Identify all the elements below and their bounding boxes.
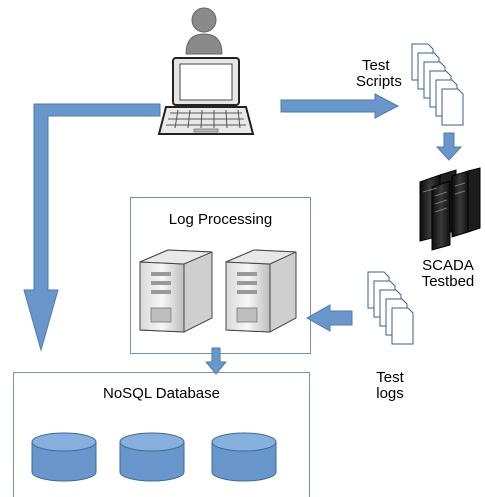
arrow-to-scripts xyxy=(280,93,400,119)
database-cylinder-icon xyxy=(31,432,97,482)
architecture-diagram: Test Scripts SCADA Testbed Test logs Log… xyxy=(13,7,481,497)
test-scripts-label-line2: Scripts xyxy=(356,73,402,90)
test-logs-label-line2: logs xyxy=(376,385,404,402)
scada-testbed-label-line2: Testbed xyxy=(421,273,475,290)
document-stack-icon xyxy=(367,271,414,345)
log-processing-title: Log Processing xyxy=(168,211,273,228)
database-cylinder-icon xyxy=(119,432,185,482)
server-rack-icon xyxy=(419,167,481,251)
test-logs-label-line1: Test xyxy=(376,369,404,386)
server-tower-icon xyxy=(139,249,213,333)
diagram-graphics xyxy=(23,7,481,482)
test-scripts-label: Test Scripts xyxy=(356,58,416,90)
arrow-to-testbed xyxy=(435,132,463,161)
test-scripts-label-line1: Test xyxy=(362,57,390,74)
laptop-icon xyxy=(157,57,255,135)
scada-testbed-label: SCADA Testbed xyxy=(416,258,480,290)
test-logs-label: Test logs xyxy=(360,370,420,402)
nosql-database-title: NoSQL Database xyxy=(102,385,220,402)
document-stack-icon xyxy=(411,43,464,126)
scada-testbed-label-line1: SCADA xyxy=(422,257,474,274)
user-icon xyxy=(185,7,223,55)
database-cylinder-icon xyxy=(211,432,277,482)
arrow-to-database xyxy=(204,347,228,375)
left-flow-arrow xyxy=(23,103,161,352)
server-tower-icon xyxy=(225,249,297,333)
arrow-to-log-processing xyxy=(305,304,353,332)
